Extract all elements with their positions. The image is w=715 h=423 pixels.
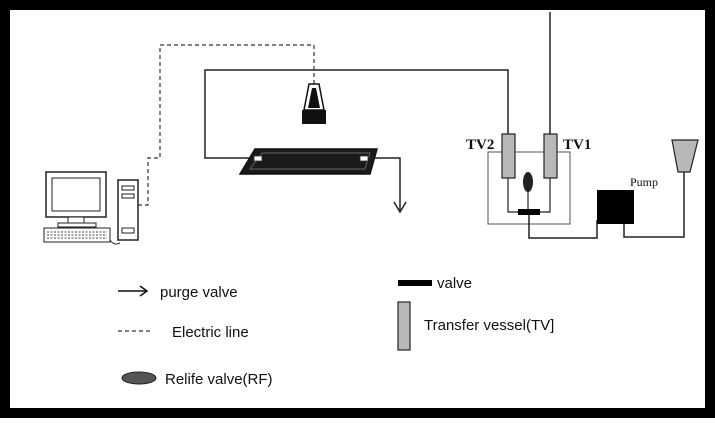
- legend-valve: valve: [398, 275, 472, 292]
- transfer-vessel-tv1: [543, 133, 558, 179]
- legend-valve-label: valve: [437, 275, 472, 292]
- keyboard: [43, 227, 111, 243]
- pump-unit: [597, 190, 634, 224]
- legend-valve-icon: [398, 280, 432, 286]
- legend-transfer-vessel: Transfer vessel(TV]: [397, 301, 554, 351]
- purge-outlet-line: [368, 157, 401, 210]
- legend-electric-line: Electric line: [118, 324, 249, 341]
- purge-arrow-head: [393, 201, 407, 214]
- legend-relief-valve-label: Relife valve(RF): [165, 371, 273, 388]
- reservoir-funnel: [671, 139, 699, 173]
- light-source: [302, 83, 326, 124]
- flow-line-loop: [204, 69, 509, 159]
- legend-relief-valve-icon: [121, 371, 157, 385]
- pump-label: Pump: [630, 175, 658, 189]
- computer-tower: [117, 179, 139, 241]
- pump-to-reservoir-line: [623, 172, 685, 238]
- bottom-valve: [518, 209, 540, 215]
- legend-purge-valve: purge valve: [118, 284, 238, 301]
- legend-electric-line-label: Electric line: [172, 324, 249, 341]
- tv2-internal-line: [507, 178, 522, 213]
- legend: purge valve Electric line Relife valve(R…: [118, 275, 554, 388]
- mouse-cable: [109, 239, 121, 245]
- monitor: [45, 171, 107, 228]
- computer: [43, 171, 139, 245]
- transfer-vessel-tv2: [501, 133, 516, 179]
- tv2-label: TV2: [466, 137, 494, 153]
- valve-to-pump-line: [528, 215, 598, 239]
- tv1-internal-line: [538, 178, 551, 213]
- relief-valve: [523, 172, 533, 192]
- flow-plate: [238, 148, 378, 175]
- legend-transfer-vessel-label: Transfer vessel(TV]: [424, 317, 554, 334]
- legend-transfer-vessel-icon: [397, 301, 411, 351]
- legend-purge-valve-label: purge valve: [160, 284, 238, 301]
- tv1-label: TV1: [563, 137, 591, 153]
- electric-line: [138, 44, 315, 206]
- legend-relief-valve: Relife valve(RF): [121, 371, 273, 388]
